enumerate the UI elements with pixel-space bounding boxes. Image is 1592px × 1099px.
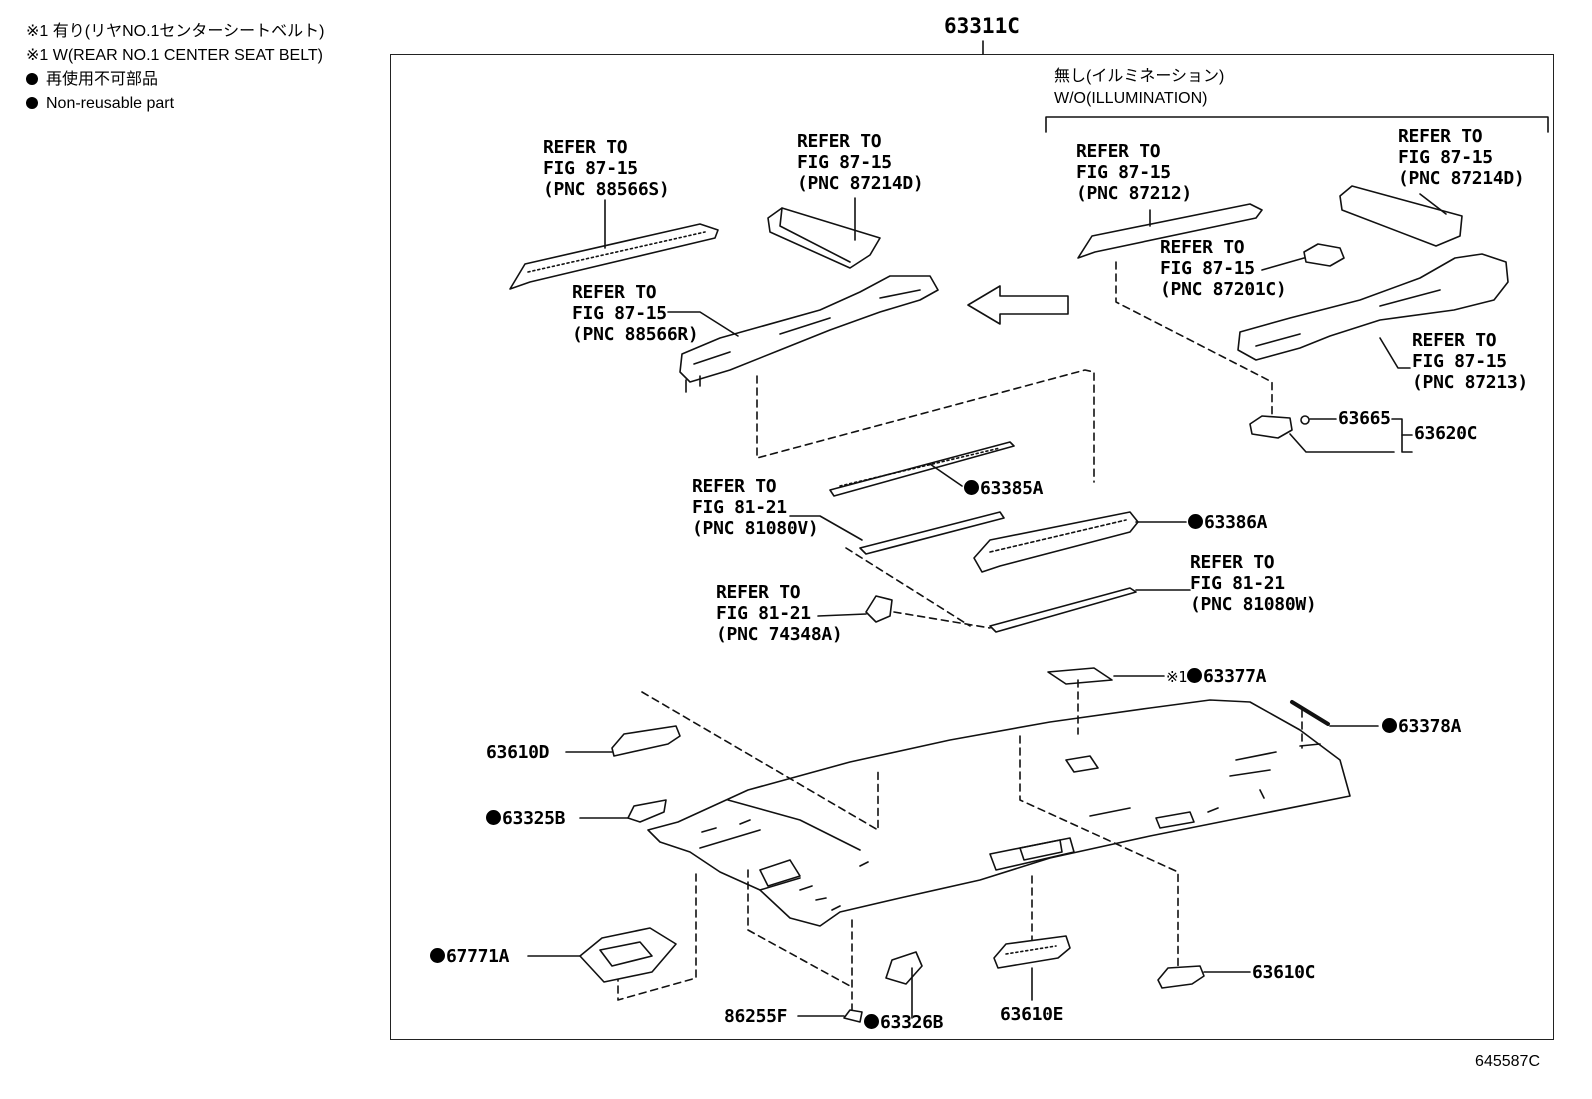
guide-lines-bottom	[617, 679, 1303, 1013]
rail-87212	[1077, 203, 1263, 259]
clip-74348a	[817, 547, 991, 629]
part-63620c: 63620C	[1414, 423, 1478, 444]
lamp-63610d	[565, 725, 681, 757]
illumination-bracket	[1045, 116, 1549, 133]
cover-87214d-right	[1339, 185, 1463, 247]
part-63610c: 63610C	[1252, 962, 1316, 983]
refer-note-87214d-right: REFER TO FIG 87-15 (PNC 87214D)	[1398, 126, 1525, 189]
illumination-note: 無し(イルミネーション) W/O(ILLUMINATION)	[1054, 68, 1225, 107]
trim-63325b	[579, 799, 667, 823]
part-63386a: 63386A	[1188, 512, 1268, 533]
part-63665: 63665	[1338, 408, 1391, 429]
nonreusable-dot-icon	[486, 810, 501, 825]
direction-arrow-icon	[967, 285, 1069, 325]
part-63610d: 63610D	[486, 742, 550, 763]
nonreusable-dot-icon	[26, 97, 38, 109]
nonreusable-dot-icon	[864, 1014, 879, 1029]
refer-note-88566r: REFER TO FIG 87-15 (PNC 88566R)	[572, 282, 699, 345]
rail-88566s	[509, 199, 719, 290]
headliner-panel	[647, 699, 1351, 927]
nonreusable-dot-icon	[1187, 668, 1202, 683]
part-63326b: 63326B	[864, 1012, 944, 1033]
refer-note-88566s: REFER TO FIG 87-15 (PNC 88566S)	[543, 137, 670, 200]
part-63385a: 63385A	[964, 478, 1044, 499]
legend-nonreusable-jp: 再使用不可部品	[26, 68, 324, 92]
cover-87214d-left	[767, 197, 881, 269]
assembly-label: 63311C	[944, 14, 1020, 38]
guide-lines-top	[756, 261, 1273, 483]
figure-number: 645587C	[1475, 1053, 1540, 1070]
nonreusable-dot-icon	[1382, 718, 1397, 733]
clip-87201c	[1261, 243, 1345, 271]
legend-note1-en: ※1 W(REAR NO.1 CENTER SEAT BELT)	[26, 47, 324, 64]
diagram-frame	[390, 54, 1554, 1040]
legend-nonreusable-en: Non-reusable part	[26, 92, 324, 116]
part-86255f: 86255F	[724, 1006, 788, 1027]
part-63378a: 63378A	[1382, 716, 1462, 737]
lamp-63610e	[993, 935, 1071, 1001]
strip-63385a	[829, 441, 1015, 497]
refer-note-87214d-left: REFER TO FIG 87-15 (PNC 87214D)	[797, 131, 924, 194]
lamp-63620c	[1249, 415, 1413, 453]
refer-note-74348a: REFER TO FIG 81-21 (PNC 74348A)	[716, 582, 843, 645]
refer-note-87212: REFER TO FIG 87-15 (PNC 87212)	[1076, 141, 1192, 204]
bracket-63377a	[1047, 667, 1165, 685]
strip-63378a	[1290, 700, 1379, 727]
nonreusable-dot-icon	[430, 948, 445, 963]
bracket-63386a	[973, 511, 1187, 573]
frame-67771a	[527, 927, 677, 983]
part-63325b: 63325B	[486, 808, 566, 829]
refer-note-87213: REFER TO FIG 87-15 (PNC 87213)	[1412, 330, 1528, 393]
refer-note-87201c: REFER TO FIG 87-15 (PNC 87201C)	[1160, 237, 1287, 300]
nonreusable-dot-icon	[26, 73, 38, 85]
nonreusable-dot-icon	[1188, 514, 1203, 529]
rail-81080v	[789, 511, 1005, 555]
nonreusable-dot-icon	[964, 480, 979, 495]
refer-note-81080w: REFER TO FIG 81-21 (PNC 81080W)	[1190, 552, 1317, 615]
part-67771a: 67771A	[430, 946, 510, 967]
part-63610e: 63610E	[1000, 1004, 1064, 1025]
legend-note1-jp: ※1 有り(リヤNO.1センターシートベルト)	[26, 23, 325, 40]
duct-87213	[1237, 253, 1509, 369]
duct-88566r	[667, 275, 939, 393]
lamp-63610c	[1157, 965, 1251, 989]
clip-86255f	[797, 1009, 863, 1023]
trim-63326b	[885, 951, 923, 1019]
refer-note-81080v: REFER TO FIG 81-21 (PNC 81080V)	[692, 476, 819, 539]
rail-81080w	[989, 587, 1191, 633]
legend: ※1 有り(リヤNO.1センターシートベルト) ※1 W(REAR NO.1 C…	[26, 20, 324, 116]
